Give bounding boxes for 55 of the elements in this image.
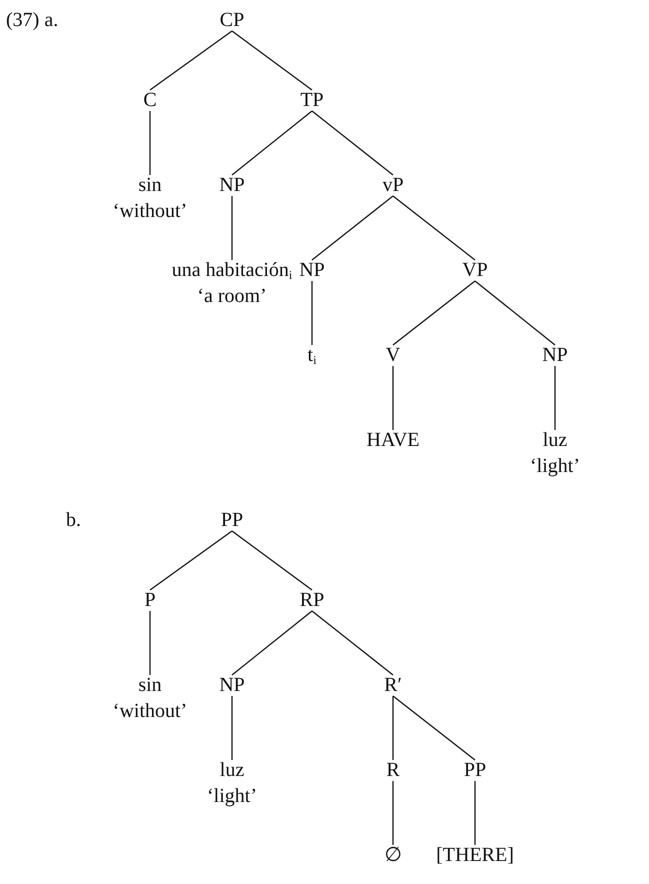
tree-node-label: ∅: [384, 842, 402, 868]
branch-line: [232, 30, 312, 90]
branch-line: [554, 366, 556, 430]
branch-line: [150, 30, 232, 90]
word-label: una habitación$_{i}$: [172, 258, 292, 283]
branch-line: [311, 281, 313, 345]
tree-node-label: R: [386, 757, 400, 783]
branch-line: [149, 111, 151, 175]
branch-line: [474, 781, 476, 845]
tree-node-label: [THERE]: [436, 842, 514, 868]
branch-line: [392, 696, 394, 760]
word-label: luz: [218, 758, 246, 783]
tree-node-label: NP: [299, 257, 325, 283]
tree-node-label: HAVE: [366, 427, 420, 453]
tree-node-label: RP: [300, 587, 324, 613]
branch-line: [392, 696, 476, 760]
gloss-text: ‘without’: [112, 699, 188, 724]
tree-node-label: R′: [384, 672, 402, 698]
tree-node-label: NP: [219, 172, 245, 198]
tree-node-label: PP: [220, 507, 244, 533]
tree-node-label: P: [144, 587, 156, 613]
tree-node-label: CP: [220, 7, 244, 33]
branch-line: [231, 196, 233, 260]
branch-line: [312, 110, 394, 176]
tree-node-label: PP: [464, 757, 486, 783]
word-label: luz: [542, 428, 568, 453]
branch-line: [392, 280, 476, 346]
branch-line: [150, 530, 232, 590]
tree-node-label: C: [143, 87, 157, 113]
gloss-text: ‘a room’: [196, 284, 268, 309]
branch-line: [392, 366, 394, 430]
branch-line: [392, 781, 394, 845]
example-number: b.: [66, 508, 81, 533]
tree-node-label: NP: [219, 672, 245, 698]
branch-line: [312, 610, 394, 676]
tree-node-label: NP: [542, 342, 568, 368]
branch-line: [232, 110, 312, 176]
branch-line: [392, 196, 476, 260]
tree-node-label: VP: [462, 257, 488, 283]
branch-line: [312, 196, 394, 260]
gloss-text: ‘light’: [207, 784, 257, 809]
word-label: sin: [137, 173, 163, 198]
gloss-text: ‘without’: [112, 199, 188, 224]
branch-line: [232, 610, 312, 676]
branch-line: [232, 530, 312, 590]
tree-node-label: V: [386, 342, 400, 368]
word-label: sin: [137, 673, 163, 698]
tree-node-label: vP: [382, 172, 404, 198]
tree-node-label: TP: [300, 87, 324, 113]
branch-line: [231, 696, 233, 760]
example-number: (37) a.: [6, 8, 58, 33]
branch-line: [474, 280, 556, 346]
tree-node-label: t$_{i}$: [308, 342, 316, 368]
branch-line: [149, 611, 151, 675]
gloss-text: ‘light’: [530, 454, 580, 479]
